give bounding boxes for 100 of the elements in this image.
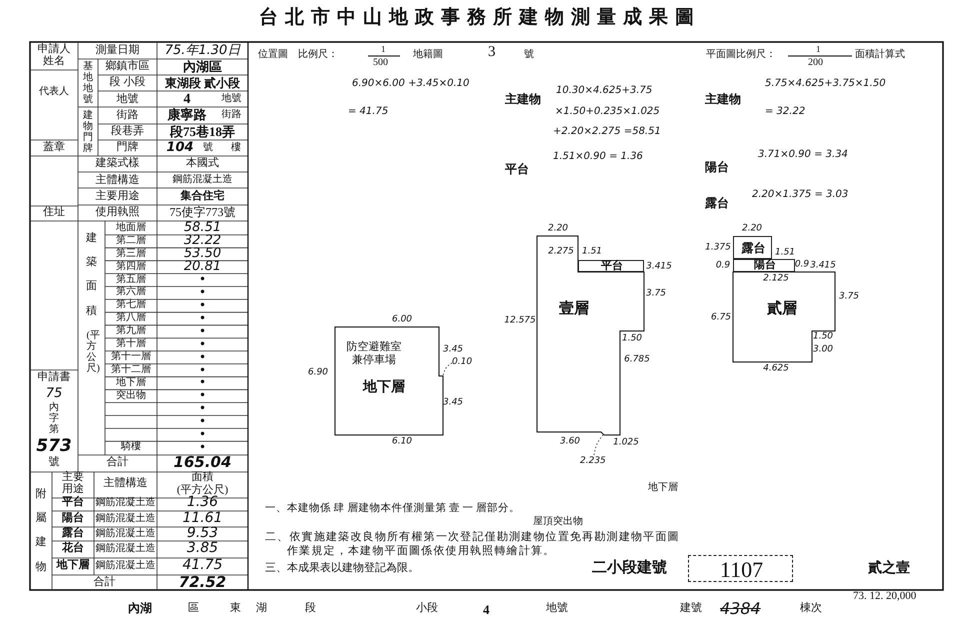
dimension-text: 3.75 — [646, 288, 666, 300]
scale-text: 面積計算式 — [855, 48, 905, 61]
scale-text: 3 — [488, 43, 496, 62]
scale-text: 比例尺： — [298, 48, 338, 61]
area-formula: +2.20×2.275 =58.51 — [553, 126, 661, 138]
area-formula: = 32.22 — [765, 106, 806, 118]
section-heading: 陽台 — [705, 160, 729, 176]
note-text: 屋頂突出物 — [533, 516, 583, 528]
room-label: 防空避難室兼停車場 — [346, 341, 402, 366]
floor-plan-outline — [335, 327, 443, 435]
field-label: 建築式樣 — [94, 157, 140, 172]
handwritten-value: 58.51 — [182, 220, 222, 235]
field-label: 第十二層 — [110, 364, 152, 376]
handwritten-value: • — [198, 350, 208, 365]
scale-text: 地籍圖 — [413, 48, 443, 61]
field-label: 街路 — [220, 109, 242, 122]
dimension-text: 1.51 — [774, 247, 796, 258]
field-label: 住址 — [42, 206, 66, 220]
field-label: 地號 — [116, 92, 140, 106]
leader-line — [594, 434, 604, 456]
handwritten-value: 104 — [165, 140, 195, 156]
scale-text: 500 — [373, 56, 388, 69]
section-heading: 二小段建號 — [592, 559, 667, 578]
field-label: 鄉鎮市區 — [104, 60, 150, 74]
dimension-text: 4.625 — [763, 363, 789, 375]
field-label: 地下層 — [115, 376, 147, 390]
handwritten-value: • — [198, 401, 208, 416]
footer-text: 地號 — [546, 602, 568, 616]
scale-text: 平面圖比例尺： — [706, 48, 776, 61]
leader-line — [442, 362, 452, 376]
field-label: 主體構造 — [102, 476, 148, 491]
handwritten-value: • — [198, 310, 208, 326]
dimension-text: 1.50 — [812, 331, 834, 343]
field-label: 第五層 — [115, 274, 147, 286]
handwritten-value: • — [198, 336, 208, 352]
dimension-text: 1.375 — [705, 242, 731, 254]
handwritten-value: 573 — [35, 436, 73, 456]
field-label: 主要用途 — [60, 471, 85, 496]
dimension-text: 12.575 — [504, 315, 536, 327]
terrace-outline — [733, 236, 772, 259]
handwritten-value: 41.75 — [181, 556, 224, 574]
field-label: 號 — [202, 142, 214, 154]
field-value: 段75巷18弄 — [168, 124, 236, 140]
area-formula: 5.75×4.625+3.75×1.50 — [765, 78, 886, 90]
field-label: 號 — [48, 456, 60, 470]
field-label: 第二層 — [115, 234, 147, 248]
field-label: 第七層 — [115, 299, 147, 312]
field-label: 附屬建物 — [36, 487, 46, 575]
field-label: 面積 — [190, 470, 214, 484]
area-formula: ×1.50+0.235×1.025 — [555, 106, 660, 118]
field-label: 騎樓 — [120, 441, 142, 454]
balcony-outline — [733, 259, 795, 272]
field-label: 建物門牌 — [83, 110, 93, 154]
section-heading: 平台 — [505, 162, 529, 178]
handwritten-value: 9.53 — [186, 524, 220, 542]
field-label: 地號 — [220, 93, 242, 106]
footer-text: 73. 12. 20,000 — [853, 590, 916, 604]
handwritten-value: 11.61 — [181, 510, 224, 526]
field-value: 鋼筋混凝土造 — [94, 512, 156, 525]
handwritten-value: • — [198, 298, 208, 314]
dimension-text: 0.9 — [794, 259, 810, 271]
area-formula: 6.90×6.00 +3.45×0.10 — [352, 78, 470, 90]
field-value: 本國式 — [185, 157, 220, 172]
field-value: 鋼筋混凝土造 — [172, 174, 234, 187]
field-label: 使用執照 — [94, 206, 140, 220]
footer-text: 建號 — [680, 602, 702, 616]
field-value: 75使字773號 — [168, 205, 236, 220]
footer-text: 區 — [188, 602, 199, 616]
field-label: 主要用途 — [94, 190, 140, 204]
dimension-text: 3.45 — [442, 344, 464, 356]
field-label: 申請人姓名 — [36, 43, 72, 68]
field-value: 陽台 — [61, 512, 85, 526]
handwritten-value: 53.50 — [182, 246, 222, 261]
field-value: 鋼筋混凝土造 — [94, 528, 156, 540]
field-value: 地下層 — [55, 558, 90, 573]
handwritten-value: 165.04 — [172, 453, 232, 472]
room-label: 地下層 — [363, 379, 405, 396]
field-label: 申請書 — [36, 370, 72, 385]
field-label: 第四層 — [115, 260, 147, 274]
dimension-text: 6.75 — [710, 312, 732, 324]
field-label: 測量日期 — [94, 44, 140, 58]
field-value: 東湖段 貳小段 — [164, 76, 241, 91]
handwritten-value: 32.22 — [182, 232, 222, 248]
handwritten-value: • — [198, 427, 208, 442]
dimension-text: 2.20 — [548, 223, 568, 235]
handwritten-value: 75.年1.30日 — [164, 42, 242, 59]
note-text: 二、依實施建築改良物所有權第一次登記僅勘測建物位置免再勘測建物平面圖作業規定，本建物平面圖係依使用執照轉繪計算。 — [265, 530, 681, 559]
room-label: 平台 — [600, 260, 624, 274]
dimension-text: 0.9 — [716, 260, 730, 272]
area-formula: 2.20×1.375 = 3.03 — [752, 188, 848, 201]
area-formula: 10.30×4.625+3.75 — [556, 84, 652, 97]
field-label: 合計 — [92, 576, 116, 590]
field-value: 露台 — [61, 526, 85, 541]
footer-text: 段 — [305, 602, 316, 616]
dimension-text: 1.50 — [622, 333, 642, 345]
note-text: 地下層 — [648, 482, 678, 494]
room-label: 陽台 — [753, 259, 777, 273]
number-box — [688, 555, 793, 582]
handwritten-value: • — [198, 440, 208, 455]
field-label: 建築面積 — [86, 231, 97, 319]
